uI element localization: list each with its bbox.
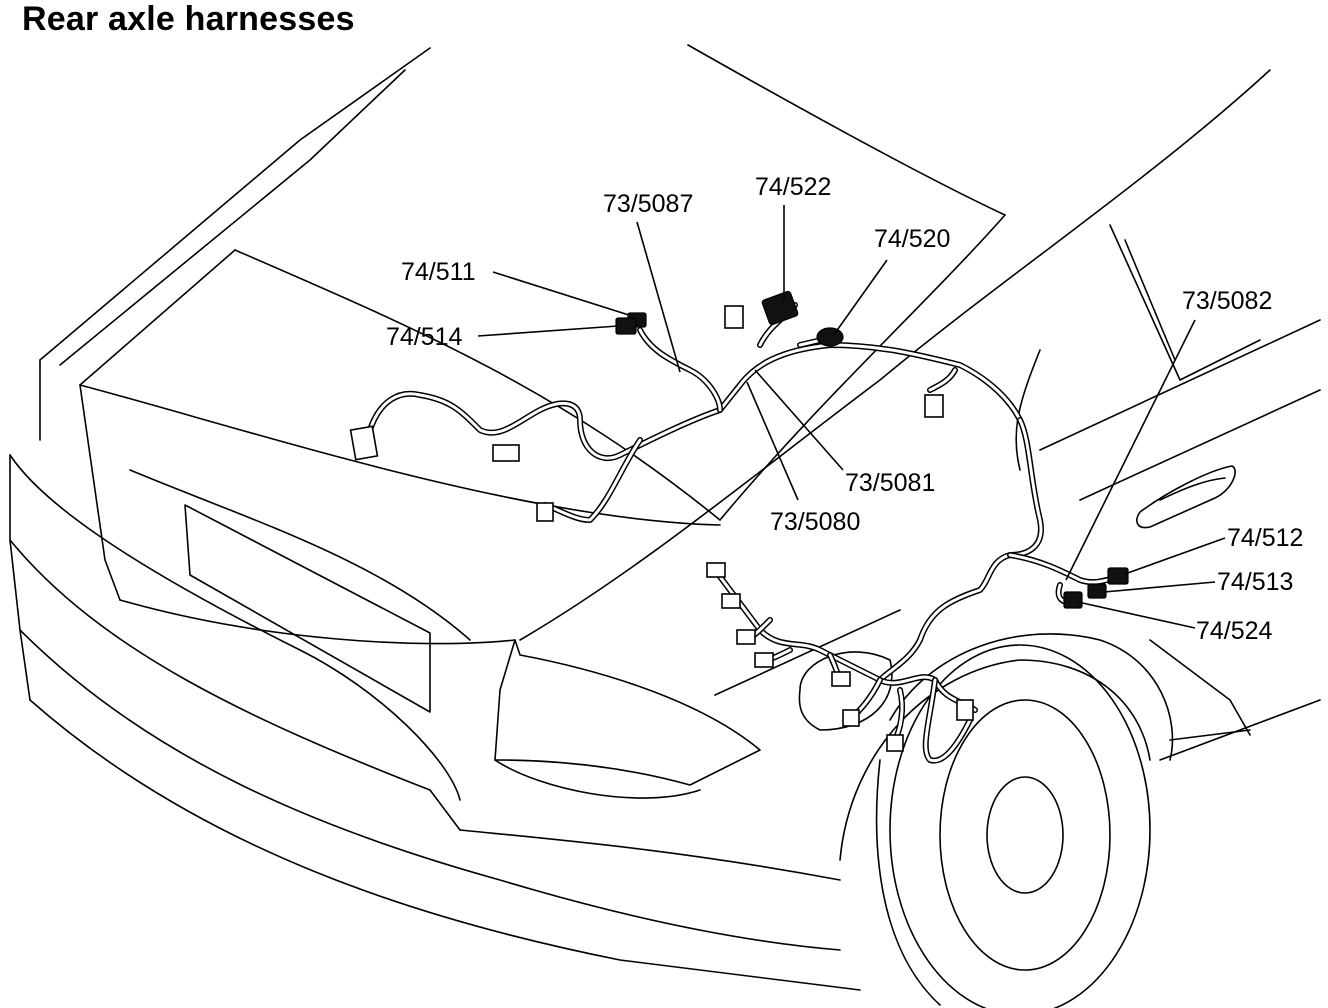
connector-74-514: [615, 317, 637, 335]
leader-lines: [477, 205, 1226, 629]
label-73-5082: 73/5082: [1182, 287, 1272, 315]
bumper-top: [9, 454, 461, 801]
leader-73-5081: [754, 369, 844, 471]
right-c-pillar: [519, 69, 1271, 641]
wheel-arch-inner: [839, 659, 1151, 861]
fuel-tank-outline: [798, 651, 893, 731]
connector-74-522: [761, 290, 799, 326]
bumper-mid: [9, 539, 461, 831]
part-labels: 74/511 74/514 73/5087 74/522 74/520 73/5…: [386, 173, 1303, 645]
body-side-lower: [1159, 699, 1321, 761]
connector-lower-4: [754, 652, 774, 668]
leader-74-513: [1103, 581, 1216, 593]
leader-73-5087: [636, 221, 681, 373]
taillight-lower: [494, 759, 701, 799]
connector-74-512: [1107, 567, 1129, 585]
label-74-514: 74/514: [386, 323, 463, 351]
diagram-title: Rear axle harnesses: [22, 0, 355, 38]
door-handle-inner: [1159, 477, 1226, 501]
rear-floor-line: [714, 609, 901, 696]
label-74-522: 74/522: [755, 173, 831, 201]
bumper-left-edge: [9, 454, 31, 701]
rear-quarter-lower: [459, 829, 841, 881]
rear-door-window-frame-inner: [1124, 239, 1176, 361]
door-belt-line-2: [1079, 389, 1321, 501]
label-74-512: 74/512: [1227, 524, 1303, 552]
label-73-5080: 73/5080: [770, 508, 860, 536]
left-c-pillar-inner-line: [59, 69, 406, 366]
roof-rear-edge: [687, 44, 1006, 216]
connector-lower-5: [831, 671, 851, 687]
door-handle: [1136, 465, 1236, 529]
connector-lower-1: [706, 562, 726, 578]
door-belt-line: [1039, 319, 1321, 451]
leader-73-5080: [746, 381, 799, 501]
tire-tread-line: [875, 759, 941, 1006]
leader-74-512: [1124, 537, 1226, 575]
connector-lower-6: [842, 709, 860, 727]
tire-outer: [889, 644, 1151, 1008]
plate-recess-top: [184, 504, 431, 713]
connector-top-white: [724, 305, 744, 329]
wiring-harness: [367, 302, 1118, 764]
connector-74-513: [1087, 583, 1107, 599]
rear-door-window-frame: [1109, 224, 1261, 381]
connector-lower-8: [956, 699, 974, 721]
rear-window-left-edge: [79, 249, 236, 386]
bumper-lower: [19, 629, 841, 951]
connector-lower-7: [886, 734, 904, 752]
leader-73-5082: [1065, 319, 1196, 581]
connector-lower-3: [736, 629, 756, 645]
leader-74-520: [832, 259, 888, 337]
leader-74-514: [477, 325, 619, 337]
leader-74-524: [1077, 601, 1196, 629]
leader-74-511: [492, 271, 633, 317]
left-c-pillar-line: [39, 47, 431, 361]
right-c-pillar-inner: [719, 214, 1006, 521]
label-74-520: 74/520: [874, 225, 950, 253]
wheel-rim: [939, 699, 1111, 971]
connector-74-520: [816, 327, 844, 347]
label-74-524: 74/524: [1196, 617, 1273, 645]
body-side-rear-lower: [1149, 639, 1251, 736]
trunk-lid-top: [79, 384, 721, 526]
connector-right-white: [924, 394, 944, 418]
wire-right-down: [877, 417, 1044, 683]
bumper-bottom: [29, 699, 861, 991]
connector-lower-2: [721, 593, 741, 609]
label-73-5087: 73/5087: [603, 190, 693, 218]
connector-left-mid: [492, 444, 520, 462]
wire-left-main: [367, 342, 1023, 462]
plate-recess-outer: [129, 469, 471, 641]
connector-74-524: [1063, 591, 1083, 609]
body-side-rocker: [1169, 729, 1251, 741]
taillight-outline: [494, 639, 761, 786]
wheel-arch-outer: [889, 633, 1174, 761]
label-74-513: 74/513: [1217, 568, 1293, 596]
car-body-outline: [9, 44, 1321, 1008]
connector-left-end: [349, 425, 379, 461]
trunk-lid-left-side: [79, 384, 121, 601]
trunk-lid-rear-edge: [119, 599, 516, 645]
connector-lower-left: [536, 502, 554, 522]
connectors: [349, 290, 1129, 752]
label-74-511: 74/511: [401, 258, 476, 286]
label-73-5081: 73/5081: [845, 469, 935, 497]
wheel-hub: [986, 776, 1064, 894]
rear-window-lower-edge: [234, 249, 721, 521]
